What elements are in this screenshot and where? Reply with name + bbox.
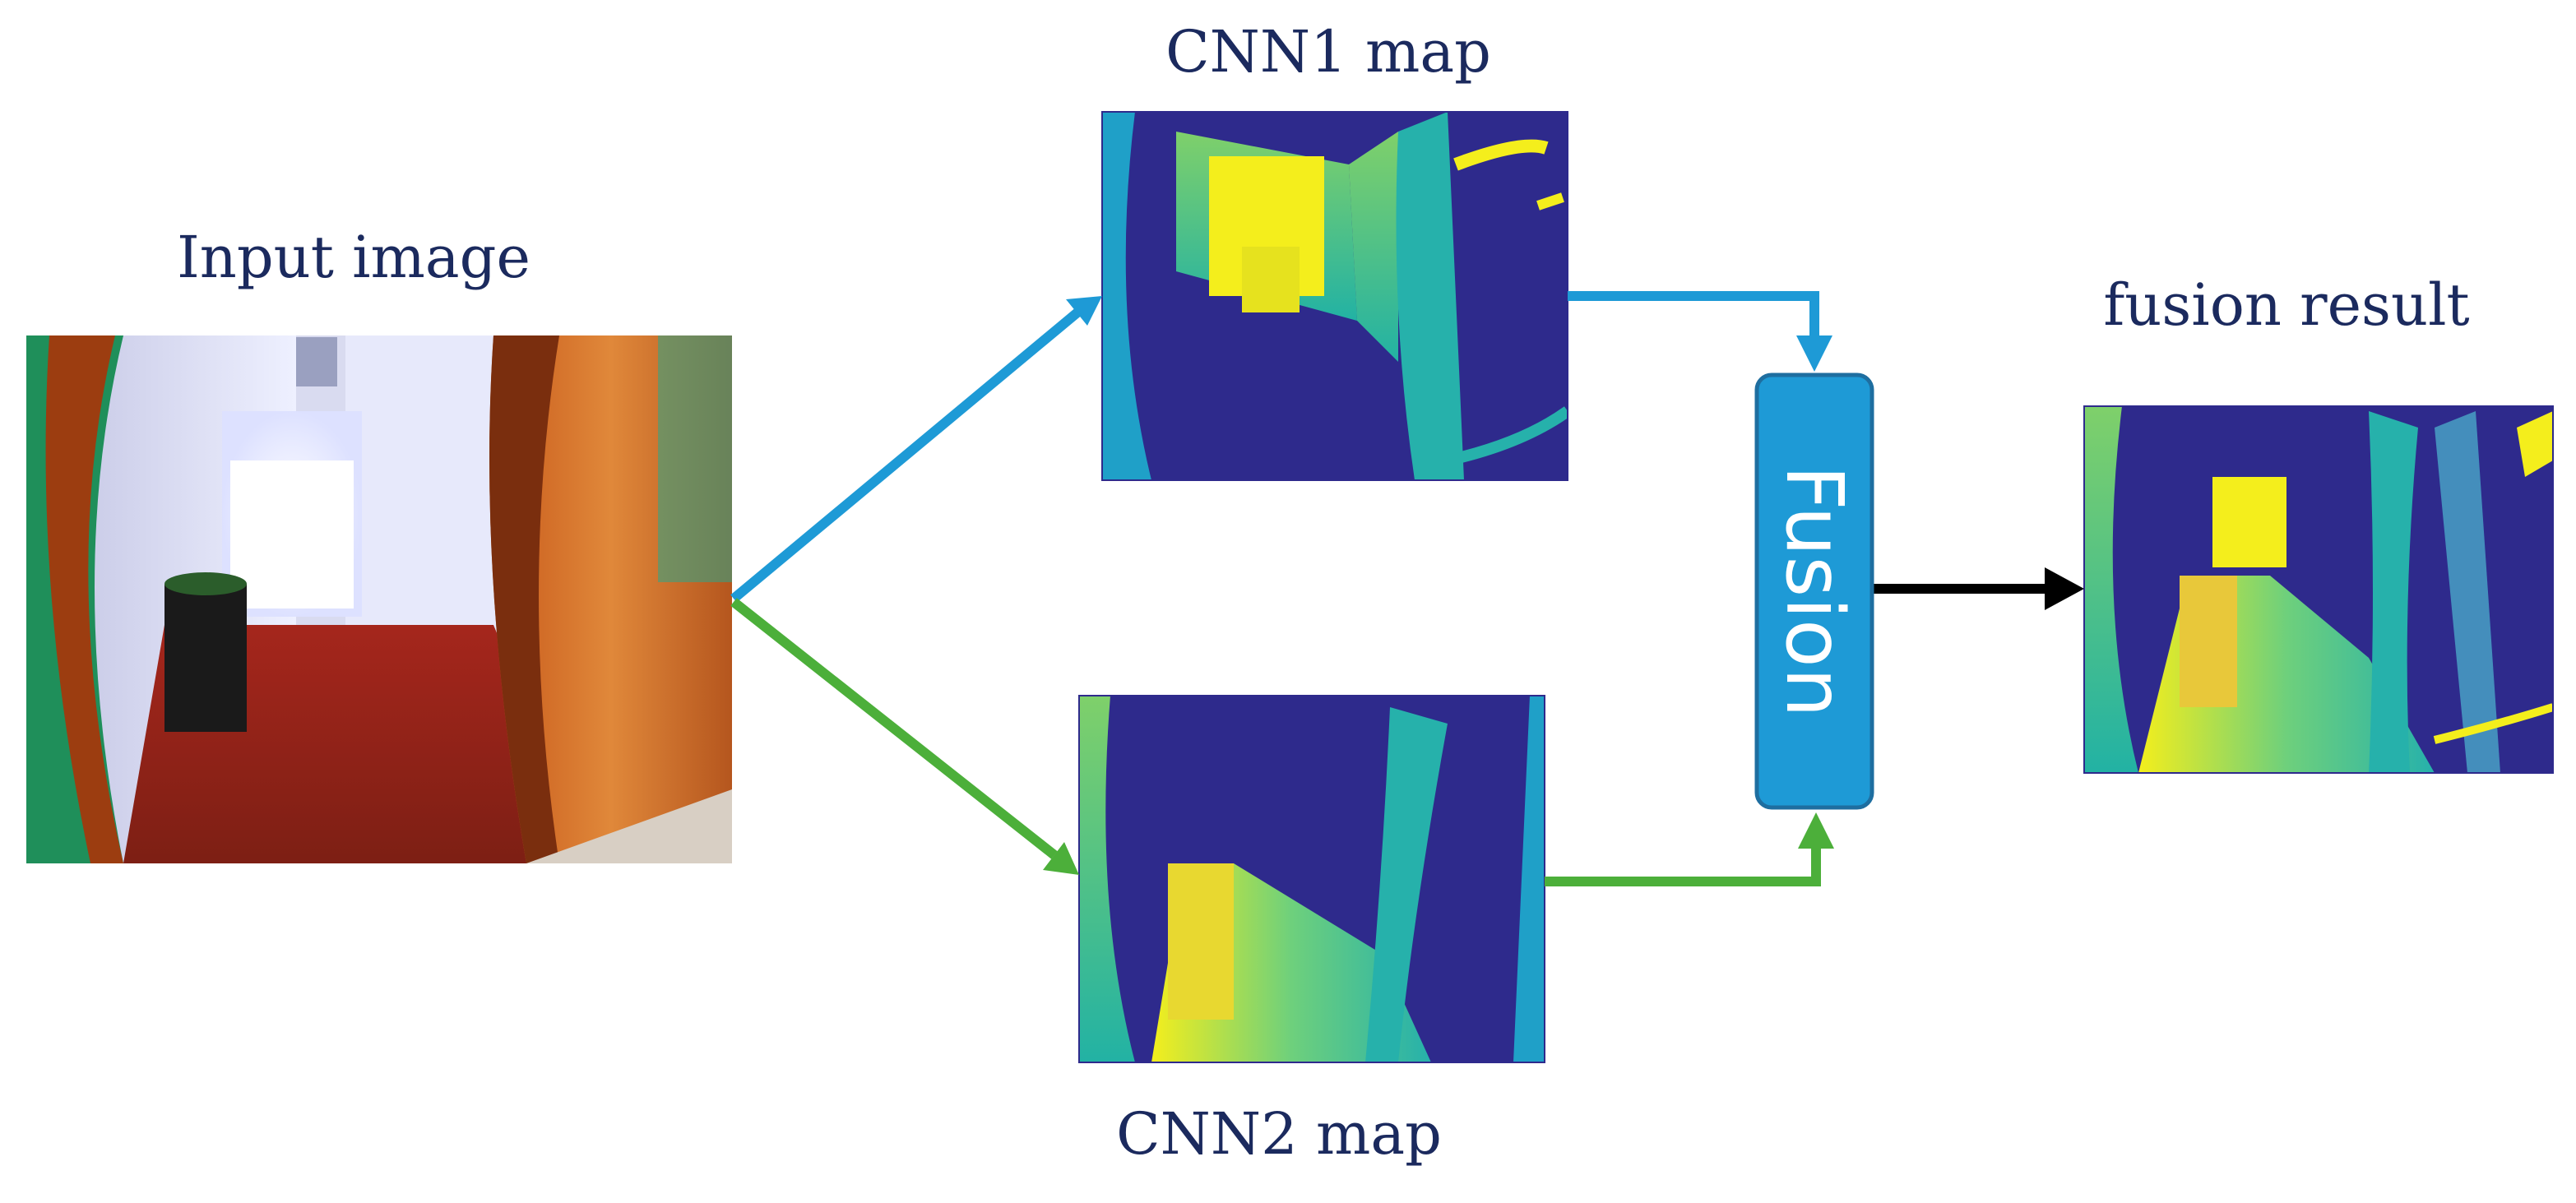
label-input-image: Input image: [177, 224, 530, 291]
label-cnn2-map: CNN2 map: [1116, 1100, 1442, 1168]
cnn1-map-image: [1102, 112, 1568, 480]
arrow-fusion-to-result: [1874, 567, 2084, 610]
arrow-input-to-cnn1: [730, 296, 1102, 603]
fusion-block: Fusion: [1754, 372, 1874, 810]
fusion-result-image: [2084, 406, 2553, 773]
label-cnn1-map: CNN1 map: [1165, 18, 1491, 86]
input-image-photo: [26, 335, 732, 863]
label-fusion-result: fusion result: [2103, 271, 2470, 339]
arrow-cnn1-to-fusion: [1568, 291, 1832, 372]
cnn2-map-image: [1079, 696, 1545, 1062]
arrow-cnn2-to-fusion: [1545, 812, 1834, 886]
fusion-block-label: Fusion: [1768, 465, 1860, 717]
arrow-input-to-cnn2: [730, 598, 1079, 875]
